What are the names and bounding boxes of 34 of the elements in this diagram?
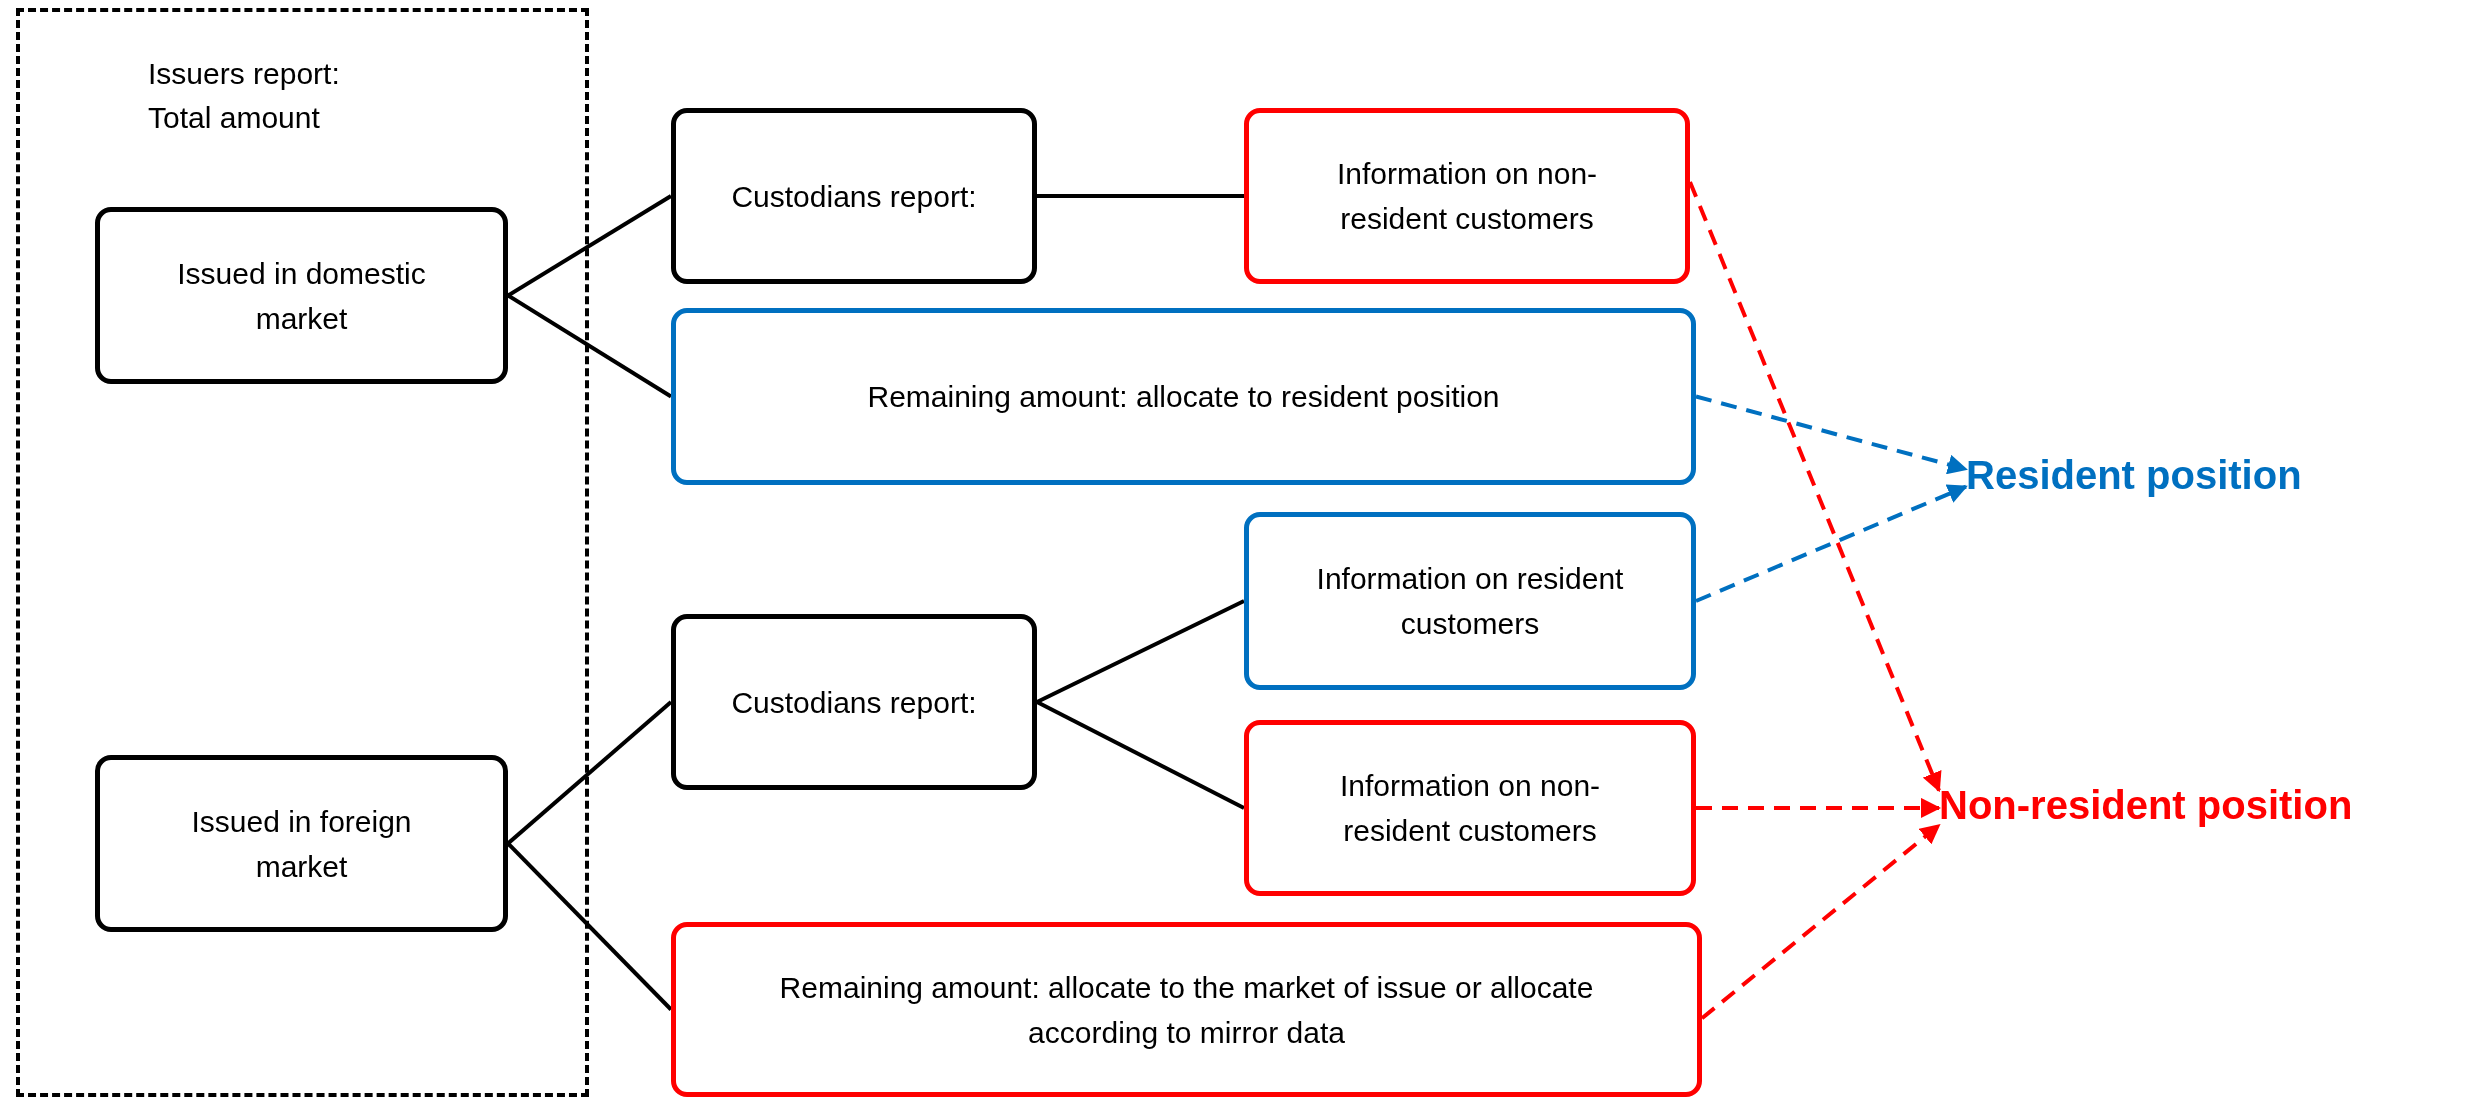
process-box — [671, 108, 1037, 284]
process-box — [95, 207, 508, 384]
box-label: Issued in domestic market — [176, 255, 427, 337]
box-label: Custodians report: — [731, 178, 977, 215]
connector-line — [506, 194, 673, 298]
process-box — [1244, 720, 1696, 896]
arrow — [1695, 394, 1968, 475]
box-label: Information on non-resident customers — [1338, 768, 1602, 849]
group-heading: Issuers report: Total amount — [148, 56, 341, 136]
process-box — [95, 755, 508, 932]
connector-line — [506, 700, 673, 845]
process-box — [1244, 512, 1696, 690]
connector-line — [1036, 700, 1245, 810]
position-label: Non-resident position — [1939, 776, 2469, 834]
process-box — [671, 922, 1702, 1097]
connector-line — [1036, 599, 1245, 704]
process-box — [671, 614, 1037, 790]
arrow — [1700, 823, 1941, 1020]
arrow — [1696, 797, 1941, 818]
box-label: Information on non-resident customers — [1335, 156, 1599, 237]
position-label: Resident position — [1966, 446, 2386, 504]
connector-line — [506, 842, 673, 1011]
box-label: Issued in foreign market — [190, 803, 413, 885]
connector-line — [1037, 194, 1244, 198]
arrow — [1695, 484, 1968, 603]
arrow — [1688, 181, 1942, 793]
box-label: Remaining amount: allocate to the market of issue or allocate according to mirror data — [778, 969, 1595, 1051]
box-label: Custodians report: — [731, 684, 977, 721]
box-label: Remaining amount: allocate to resident position — [867, 379, 1500, 415]
process-box — [671, 308, 1696, 485]
box-label: Information on resident customers — [1315, 561, 1625, 642]
process-box — [1244, 108, 1690, 284]
connector-line — [506, 293, 673, 399]
dashed-group-box — [16, 8, 589, 1097]
